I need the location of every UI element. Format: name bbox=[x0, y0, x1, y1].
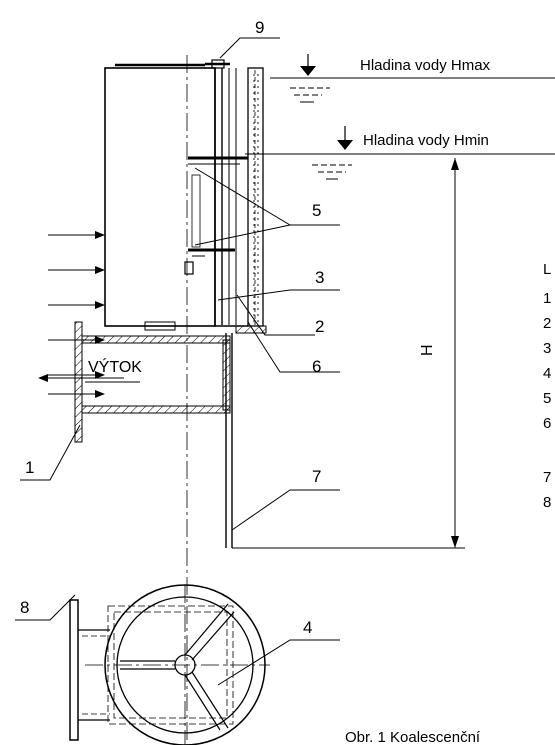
callout-7: 7 bbox=[312, 467, 321, 486]
legend-item: 8 bbox=[543, 494, 551, 511]
water-level-hmax: Hladina vody Hmax bbox=[270, 54, 555, 103]
legend-item: 3 bbox=[543, 340, 551, 357]
hmin-label: Hladina vody Hmin bbox=[363, 132, 489, 149]
legend-item: 6 bbox=[543, 415, 551, 432]
callout-5: 5 bbox=[312, 201, 321, 220]
support-leg bbox=[225, 333, 233, 548]
outlet-label: VÝTOK bbox=[88, 357, 142, 376]
legend-item: 4 bbox=[543, 365, 551, 382]
inflow-arrows bbox=[48, 231, 105, 398]
callout-1: 1 bbox=[25, 458, 34, 477]
filter-cartridge bbox=[104, 63, 216, 331]
callout-8: 8 bbox=[20, 598, 29, 617]
legend-item: 2 bbox=[543, 315, 551, 332]
legend-heading: L bbox=[543, 261, 551, 278]
leader-lines bbox=[15, 37, 340, 686]
hmax-label: Hladina vody Hmax bbox=[360, 57, 491, 74]
legend-item: 1 bbox=[543, 290, 551, 307]
legend: L 1 2 3 4 5 6 7 8 bbox=[543, 261, 551, 511]
legend-item: 7 bbox=[543, 469, 551, 486]
figure-caption: Obr. 1 Koalescenční bbox=[345, 729, 481, 745]
plan-view bbox=[69, 584, 270, 745]
callout-6: 6 bbox=[312, 357, 321, 376]
callouts: 9 5 3 2 6 7 1 8 4 bbox=[20, 18, 324, 637]
callout-4: 4 bbox=[303, 618, 312, 637]
legend-item: 5 bbox=[543, 390, 551, 407]
callout-2: 2 bbox=[315, 317, 324, 336]
perforated-wall bbox=[247, 67, 264, 327]
water-level-hmin: Hladina vody Hmin bbox=[245, 126, 555, 180]
callout-3: 3 bbox=[315, 268, 324, 287]
height-label: H bbox=[419, 344, 436, 356]
callout-9: 9 bbox=[255, 18, 264, 37]
height-dimension: H bbox=[232, 158, 465, 549]
support-rods bbox=[184, 59, 248, 327]
